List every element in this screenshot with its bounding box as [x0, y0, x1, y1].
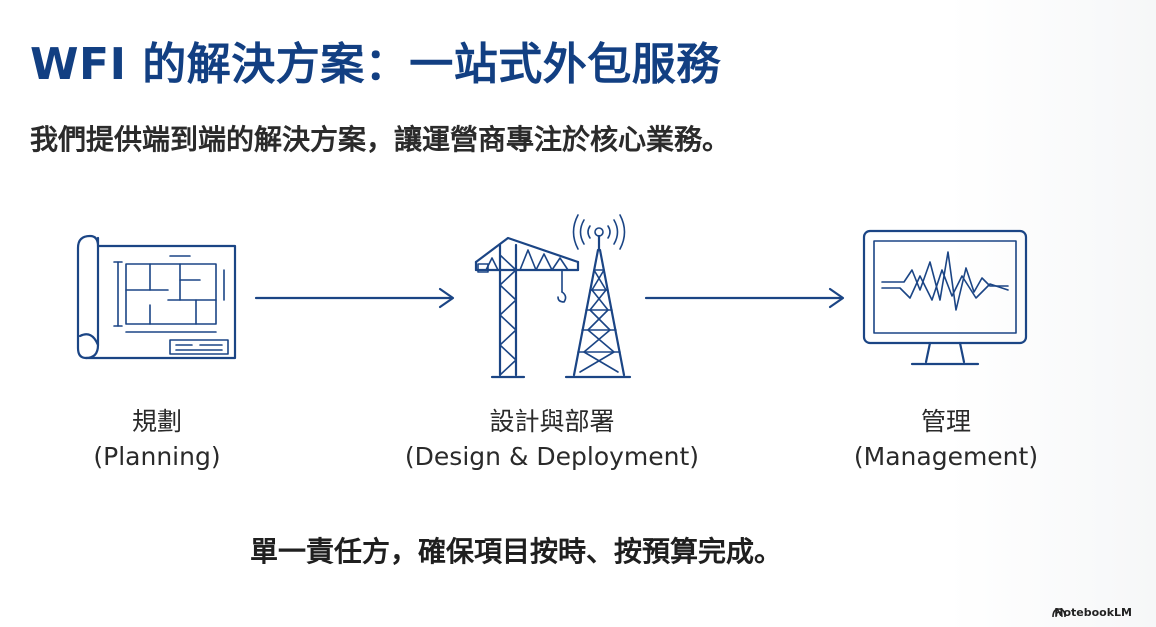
slide-title: WFI 的解決方案：一站式外包服務: [30, 39, 721, 90]
stage-design-deployment-label-zh: 設計與部署: [489, 407, 615, 436]
brand-watermark: NotebookLM: [1036, 606, 1132, 619]
slide-subtitle: 我們提供端到端的解決方案，讓運營商專注於核心業務。: [30, 123, 731, 156]
stage-management: 管理 (Management): [850, 404, 1042, 474]
monitor-icon: [862, 229, 1028, 366]
crane-tower-icon: [474, 214, 632, 379]
stage-planning: 規劃 (Planning): [80, 404, 234, 474]
notebooklm-logo-icon: [1052, 608, 1066, 618]
flow-arrow-1: [254, 287, 455, 309]
stage-management-label-en: (Management): [853, 442, 1039, 471]
stage-design-deployment-label-en: (Design & Deployment): [404, 442, 700, 471]
brand-label: NotebookLM: [1054, 606, 1132, 619]
summary-footer: 單一責任方，確保項目按時、按預算完成。: [250, 535, 783, 568]
stage-management-label-zh: 管理: [920, 407, 971, 436]
blueprint-icon: [76, 234, 237, 360]
stage-design-deployment: 設計與部署 (Design & Deployment): [400, 404, 704, 474]
stage-planning-label-zh: 規劃: [131, 407, 182, 436]
stage-planning-label-en: (Planning): [93, 442, 221, 471]
flow-arrow-2: [644, 287, 845, 309]
